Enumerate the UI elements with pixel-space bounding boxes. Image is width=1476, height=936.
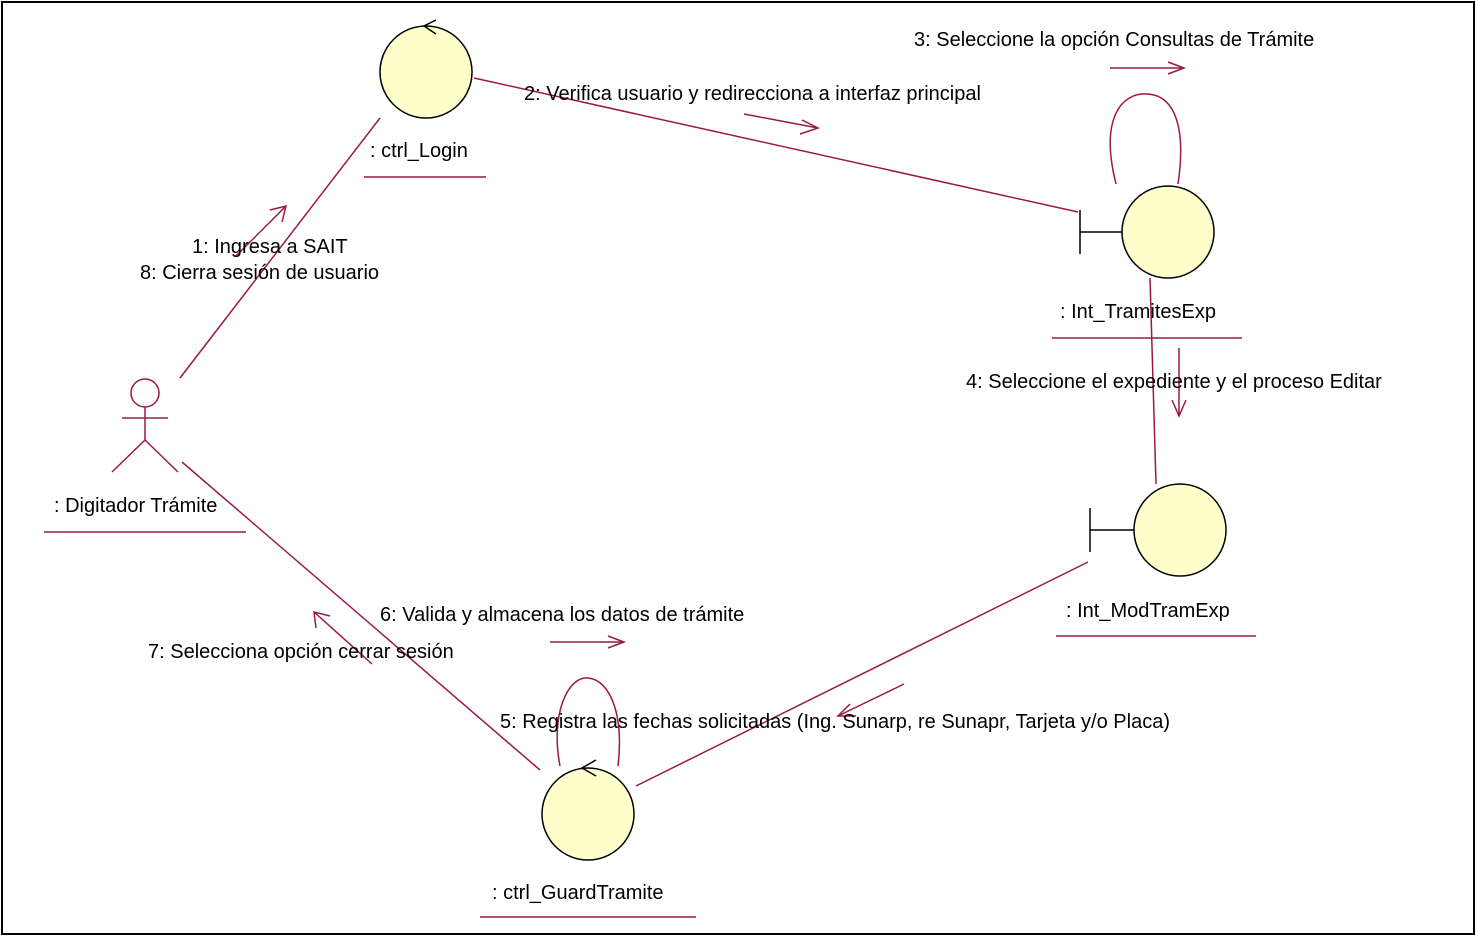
- int-tramitesexp-object[interactable]: [1052, 185, 1242, 339]
- message-5-label: 5: Registra las fechas solicitadas (Ing.…: [500, 711, 1170, 733]
- actor-figure[interactable]: [44, 378, 246, 533]
- link-actor-login: [179, 117, 381, 379]
- ctrl-login-label: : ctrl_Login: [370, 140, 468, 162]
- link-login-tramites: [473, 77, 1079, 213]
- actor-leg-left: [111, 439, 146, 473]
- actor-head: [130, 378, 160, 408]
- link-modtram-guard: [635, 561, 1089, 787]
- message-7-label: 7: Selecciona opción cerrar sesión: [148, 641, 454, 663]
- message-arrows: [235, 61, 1187, 717]
- arrow-msg-5: [836, 683, 905, 717]
- link-actor-guard: [181, 461, 541, 771]
- message-4-label: 4: Seleccione el expediente y el proceso…: [966, 371, 1382, 393]
- arrow-msg-7: [313, 611, 373, 665]
- arrow-msg-2: [743, 113, 820, 135]
- arrow-msg-1: [235, 204, 288, 257]
- control-circle: [379, 25, 473, 119]
- message-8-label: 8: Cierra sesión de usuario: [140, 262, 380, 284]
- control-circle: [541, 767, 635, 861]
- boundary-circle: [1121, 185, 1215, 279]
- self-link-guard: [556, 677, 621, 767]
- control-arrowhead: [580, 759, 597, 777]
- message-6-label: 6: Valida y almacena los datos de trámit…: [380, 604, 745, 626]
- actor-leg-right: [144, 439, 179, 473]
- arrow-msg-3: [1110, 61, 1187, 75]
- message-1-label: 1: Ingresa a SAIT: [192, 236, 348, 258]
- int-modtramexp-label: : Int_ModTramExp: [1066, 600, 1230, 622]
- control-arrowhead: [422, 19, 437, 35]
- arrow-msg-6: [550, 635, 627, 649]
- self-link-tramites: [1109, 93, 1182, 185]
- actor-label: : Digitador Trámite: [54, 495, 218, 517]
- ctrl-guardtramite-label: : ctrl_GuardTramite: [492, 882, 664, 904]
- link-tramites-modtram: [1149, 277, 1157, 485]
- int-tramitesexp-label: : Int_TramitesExp: [1060, 301, 1216, 323]
- ctrl-login-object[interactable]: [364, 19, 486, 178]
- links: [179, 77, 1182, 787]
- message-2-label: 2: Verifica usuario y redirecciona a int…: [524, 83, 981, 105]
- boundary-circle: [1133, 483, 1227, 577]
- arrow-msg-4: [1171, 348, 1187, 418]
- int-modtramexp-object[interactable]: [1056, 483, 1256, 637]
- message-3-label: 3: Seleccione la opción Consultas de Trá…: [914, 29, 1315, 51]
- ctrl-guardtramite-object[interactable]: [480, 759, 696, 918]
